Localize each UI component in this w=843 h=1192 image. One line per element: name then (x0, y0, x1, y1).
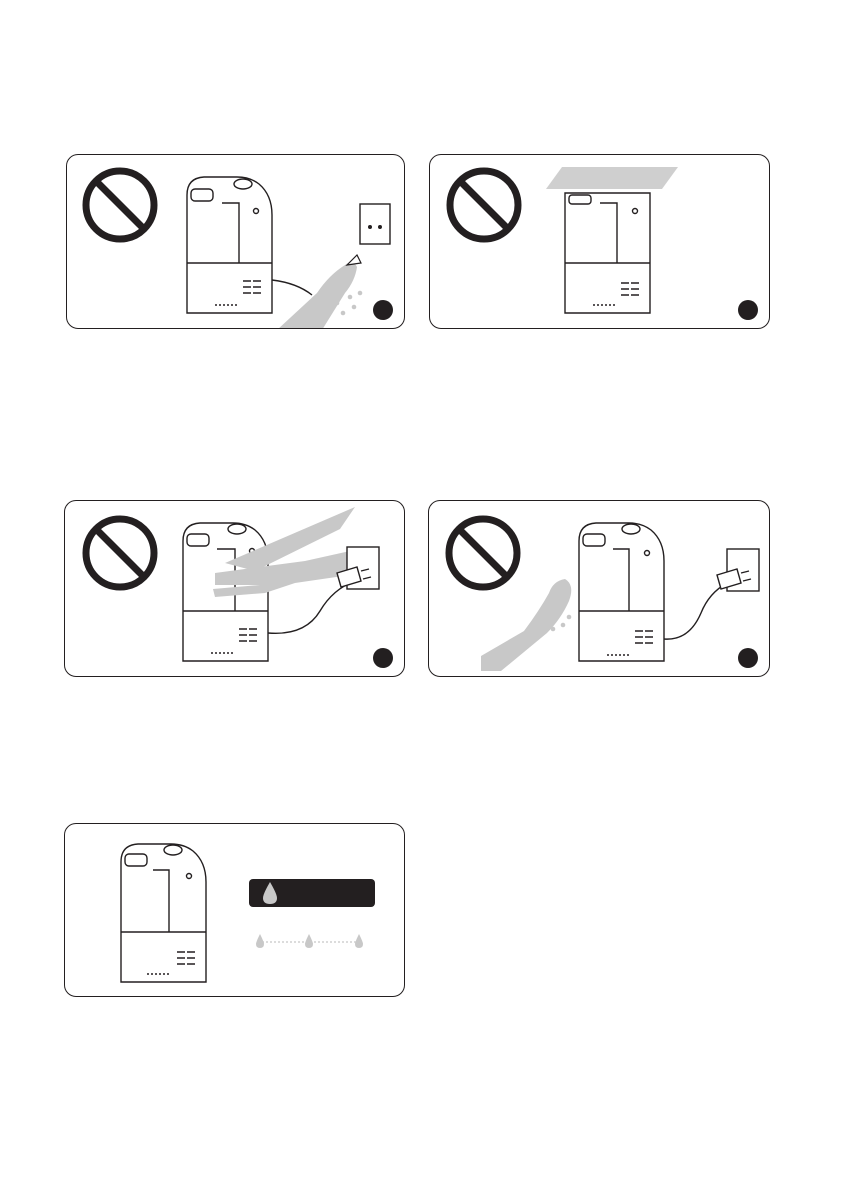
hand-with-wet-cloth-illustration (481, 579, 571, 671)
prohibition-icon (86, 171, 154, 239)
plugged-outlet-icon (717, 549, 759, 591)
low-water-illustration (65, 824, 405, 997)
warning-panel-do-not-cover (429, 154, 770, 329)
prohibition-icon (450, 171, 518, 239)
wall-outlet-icon (360, 204, 390, 244)
drip-sequence-icon (256, 934, 363, 948)
wet-cloth-illustration (429, 501, 770, 677)
humidifier-illustration (183, 523, 355, 661)
step-marker (738, 648, 758, 668)
humidifier-illustration (579, 523, 727, 661)
water-drop-badge-icon (249, 879, 375, 907)
warning-panel-do-not-touch (64, 500, 405, 677)
cover-board-illustration (546, 167, 678, 189)
prohibition-icon (86, 519, 154, 587)
wet-hands-illustration (67, 155, 405, 329)
step-marker (373, 648, 393, 668)
wet-hand-illustration (277, 255, 362, 329)
humidifier-illustration (565, 193, 650, 313)
prohibition-icon (449, 519, 517, 587)
humidifier-illustration (187, 177, 312, 313)
warning-panel-wet-hands (66, 154, 405, 329)
humidifier-illustration (121, 844, 206, 982)
step-marker (738, 300, 758, 320)
cover-illustration (430, 155, 770, 329)
touch-illustration (65, 501, 405, 677)
step-marker (373, 300, 393, 320)
info-panel-low-water (64, 823, 405, 997)
warning-panel-wet-cloth (428, 500, 770, 677)
